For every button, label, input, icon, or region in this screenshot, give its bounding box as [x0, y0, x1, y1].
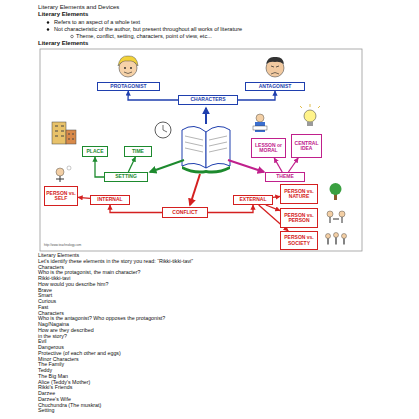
- concept-box: PROTAGONIST: [97, 82, 160, 91]
- box-label: CONFLICT: [172, 210, 197, 216]
- diagram-frame: [40, 49, 362, 251]
- connector-arrow: [266, 205, 280, 211]
- connector-arrow: [128, 157, 135, 172]
- bullet: [47, 28, 49, 30]
- nature-icon: [330, 183, 342, 200]
- antagonist-face: [266, 57, 284, 77]
- connector-arrow: [78, 197, 90, 199]
- document-line: Refers to an aspect of a whole text: [54, 19, 140, 25]
- connector-arrow: [128, 91, 178, 100]
- box-label: CENTRAL IDEA: [293, 141, 320, 152]
- connector-arrow: [95, 157, 104, 177]
- box-label: SETTING: [115, 174, 137, 180]
- box-label: CHARACTERS: [191, 97, 226, 103]
- document-line: Literary Elements: [38, 11, 88, 18]
- concept-box: SETTING: [104, 172, 148, 182]
- self-icon: [56, 166, 71, 182]
- box-label: PERSON vs. SOCIETY: [282, 235, 316, 246]
- box-label: PERSON vs. PERSON: [282, 213, 316, 224]
- box-label: PROTAGONIST: [110, 84, 146, 90]
- concept-box: EXTERNAL: [233, 195, 273, 205]
- reader-icon: [253, 114, 267, 132]
- book: [182, 126, 230, 173]
- document-line: Not characteristic of the author, but pr…: [54, 26, 242, 32]
- box-label: LESSON or MORAL: [253, 143, 284, 154]
- box-label: THEME: [276, 174, 294, 180]
- sub-bullet: [71, 35, 74, 38]
- concept-box: TIME: [124, 146, 152, 157]
- box-label: INTERNAL: [97, 197, 122, 203]
- document-title: Literary Elements and Devices: [38, 4, 119, 11]
- connector-arrow: [273, 196, 280, 198]
- clock-icon: [155, 122, 171, 138]
- document-line: Setting: [38, 408, 55, 414]
- box-label: ANTAGONIST: [259, 84, 292, 90]
- concept-box: ANTAGONIST: [245, 82, 305, 91]
- connector-arrow: [208, 205, 253, 213]
- concept-box: PERSON vs. SELF: [44, 186, 78, 206]
- protagonist-face: [118, 56, 138, 77]
- box-label: EXTERNAL: [240, 197, 267, 203]
- society-icon: [326, 233, 347, 245]
- connector-arrow: [238, 91, 275, 100]
- concept-box: PERSON vs. SOCIETY: [280, 231, 318, 250]
- idea-icon: [300, 104, 320, 126]
- category-arrows: [150, 108, 264, 205]
- document-line: Literary Elements: [38, 40, 88, 47]
- concept-box: CHARACTERS: [178, 95, 238, 105]
- box-label: PERSON vs. NATURE: [282, 189, 316, 200]
- concept-box: PERSON vs. PERSON: [280, 208, 318, 228]
- concept-box: PLACE: [82, 146, 108, 157]
- connector-arrow: [110, 205, 162, 213]
- building-icon: [52, 122, 76, 144]
- concept-box: CONFLICT: [162, 207, 208, 218]
- source-url: http://www.teachnology.com: [44, 244, 81, 247]
- connector-arrow: [288, 158, 298, 172]
- box-label: PERSON vs. SELF: [46, 191, 76, 202]
- concept-box: PERSON vs. NATURE: [280, 184, 318, 204]
- person-icon: [327, 211, 345, 223]
- concept-box: LESSON or MORAL: [251, 138, 286, 158]
- concept-box: THEME: [265, 172, 305, 182]
- bullet: [47, 21, 49, 23]
- connector-arrow: [274, 158, 282, 172]
- document-line: Theme, conflict, setting, characters, po…: [76, 33, 212, 39]
- concept-box: CENTRAL IDEA: [291, 134, 322, 158]
- box-label: PLACE: [87, 149, 104, 155]
- concept-box: INTERNAL: [90, 195, 130, 205]
- box-label: TIME: [132, 149, 144, 155]
